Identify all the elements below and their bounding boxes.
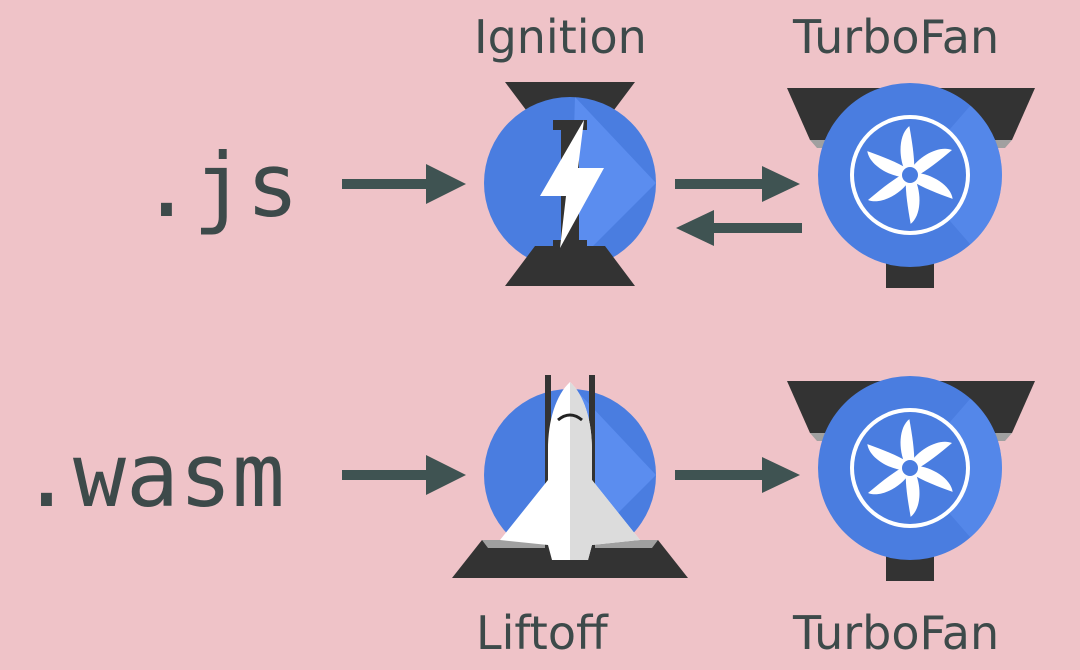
arrow-ignition-to-turbofan	[675, 166, 800, 202]
liftoff-label: Liftoff	[476, 606, 608, 660]
turbofan-bottom-label: TurboFan	[793, 606, 1000, 660]
arrow-js-to-ignition	[342, 164, 466, 204]
ignition-label: Ignition	[474, 10, 647, 64]
js-extension-label: .js	[140, 134, 299, 237]
lightning-bolt-icon	[484, 82, 656, 286]
arrow-turbofan-to-ignition	[676, 210, 802, 246]
wasm-extension-label: .wasm	[20, 424, 285, 527]
space-shuttle-icon	[452, 375, 688, 578]
turbofan-top-label: TurboFan	[793, 10, 1000, 64]
arrow-wasm-to-liftoff	[342, 455, 466, 495]
arrow-liftoff-to-turbofan	[675, 457, 800, 493]
turbine-fan-icon	[787, 83, 1035, 288]
turbine-fan-icon	[787, 376, 1035, 581]
